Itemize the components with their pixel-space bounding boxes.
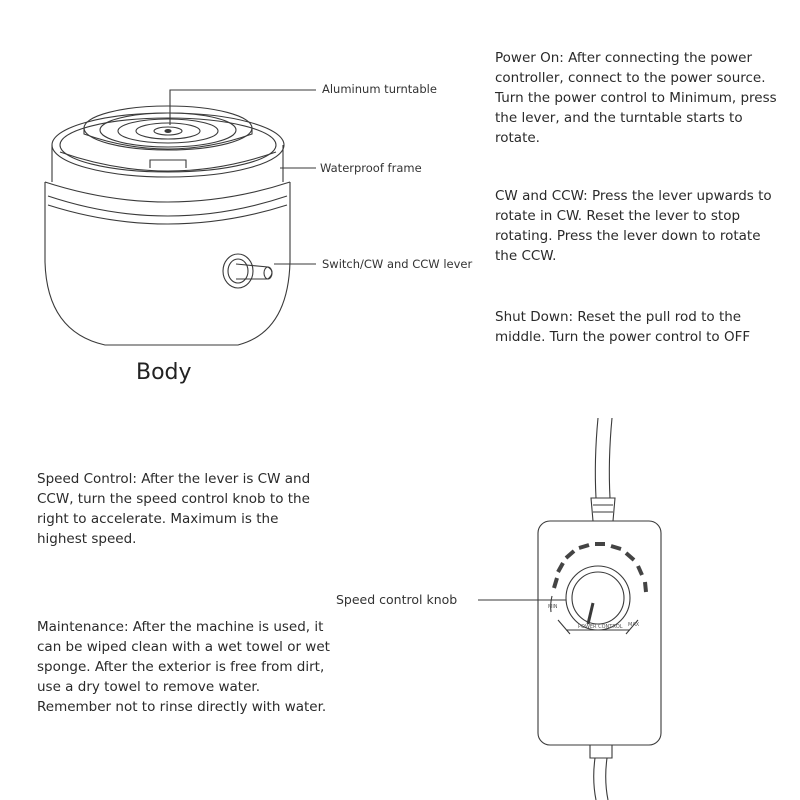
power-cable-top bbox=[594, 417, 613, 499]
controller-box bbox=[537, 520, 662, 746]
speed-controller-drawing bbox=[478, 417, 662, 800]
speed-control-knob bbox=[565, 565, 631, 631]
svg-text:MAX: MAX bbox=[628, 622, 640, 628]
label-switch-lever: Switch/CW and CCW lever bbox=[322, 257, 473, 271]
leader-turntable bbox=[169, 89, 316, 125]
svg-text:POWER CONTROL: POWER CONTROL bbox=[578, 624, 623, 630]
body-housing bbox=[44, 182, 291, 346]
turntable-machine-drawing bbox=[44, 89, 316, 346]
switch-lever bbox=[222, 253, 273, 289]
instruction-speed-control: Speed Control: After the lever is CW and… bbox=[37, 471, 311, 547]
aluminum-turntable bbox=[83, 105, 253, 151]
instruction-maintenance: Maintenance: After the machine is used, … bbox=[37, 619, 330, 715]
power-cable-bottom bbox=[593, 757, 609, 800]
label-waterproof-frame: Waterproof frame bbox=[320, 161, 422, 175]
instruction-shut-down: Shut Down: Reset the pull rod to the mid… bbox=[495, 309, 751, 345]
waterproof-frame bbox=[51, 145, 284, 182]
body-diagram-title: Body bbox=[136, 360, 192, 385]
label-aluminum-turntable: Aluminum turntable bbox=[322, 82, 437, 96]
label-speed-control-knob: Speed control knob bbox=[336, 592, 458, 607]
instruction-cw-ccw: CW and CCW: Press the lever upwards to r… bbox=[495, 188, 772, 264]
svg-text:MIN: MIN bbox=[548, 604, 558, 610]
instruction-power-on: Power On: After connecting the power con… bbox=[495, 50, 777, 146]
